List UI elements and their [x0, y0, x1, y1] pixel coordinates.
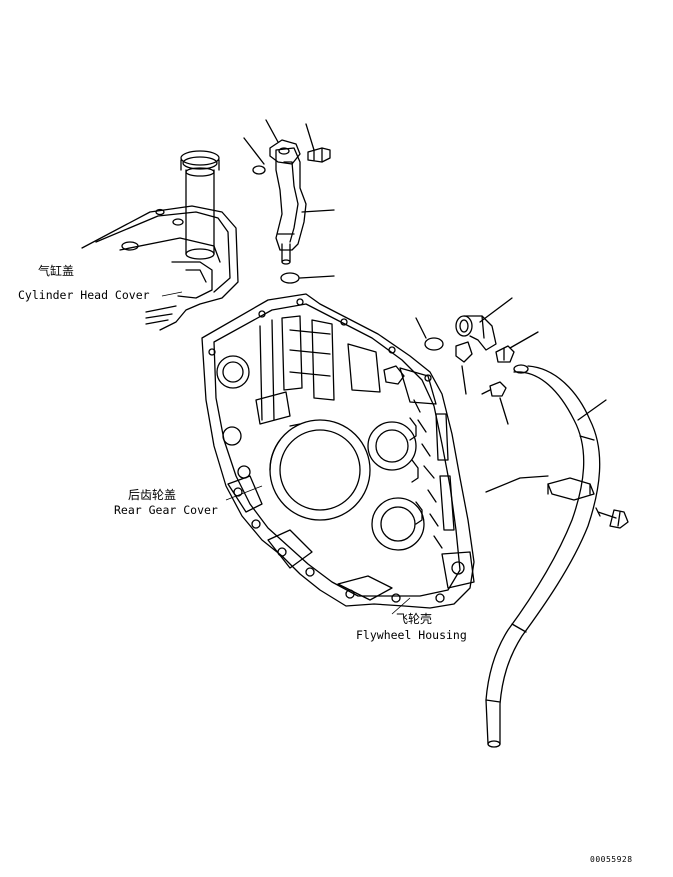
leader-line-elbow — [479, 297, 513, 323]
clamp-bolt — [595, 507, 629, 529]
leader-line-o-ring-mid — [299, 275, 335, 279]
oil-filler-tube — [180, 150, 220, 260]
leader-line-gasket — [265, 119, 279, 143]
plate-bracket — [455, 341, 473, 363]
small-o-ring — [252, 165, 266, 175]
label-rear-gear-cover-en: Rear Gear Cover — [114, 503, 218, 517]
leader-line-bolt — [305, 123, 315, 151]
leader-line-o-ring-right — [415, 317, 427, 339]
gasket — [269, 139, 301, 165]
pointer-rear-gear-cover — [225, 485, 263, 501]
hose-clamp — [547, 477, 595, 501]
breather-bracket — [275, 147, 307, 265]
small-bolt-right — [481, 381, 507, 397]
drawing-code: 00055928 — [590, 855, 633, 864]
leader-line-o-ring — [243, 137, 265, 165]
label-cylinder-head-cover-zh: 气缸盖 — [38, 264, 75, 278]
leader-line-plate — [461, 365, 467, 395]
cylinder-head-cover-part — [81, 205, 239, 331]
pointer-cylinder-head-cover — [161, 291, 183, 297]
flange-bolt-top — [307, 147, 331, 163]
pointer-flywheel-housing — [391, 597, 411, 615]
label-flywheel-housing-zh: 飞轮壳 — [396, 612, 433, 626]
leader-line-bracket — [301, 209, 335, 213]
label-rear-gear-cover-zh: 后齿轮盖 — [128, 488, 177, 502]
label-cylinder-head-cover-en: Cylinder Head Cover — [18, 288, 150, 302]
breather-hose — [485, 364, 601, 748]
leader-line-adapter — [509, 331, 539, 349]
breather-elbow — [455, 315, 497, 351]
large-o-ring-right — [424, 337, 444, 351]
leader-line-bolt-right — [499, 397, 509, 425]
hose-adapter — [495, 345, 515, 363]
leader-line-hose — [577, 399, 607, 421]
label-flywheel-housing-en: Flywheel Housing — [356, 628, 467, 642]
o-ring-middle — [280, 272, 300, 284]
leader-line-clamp — [485, 475, 549, 493]
flywheel-housing-part — [201, 293, 475, 609]
